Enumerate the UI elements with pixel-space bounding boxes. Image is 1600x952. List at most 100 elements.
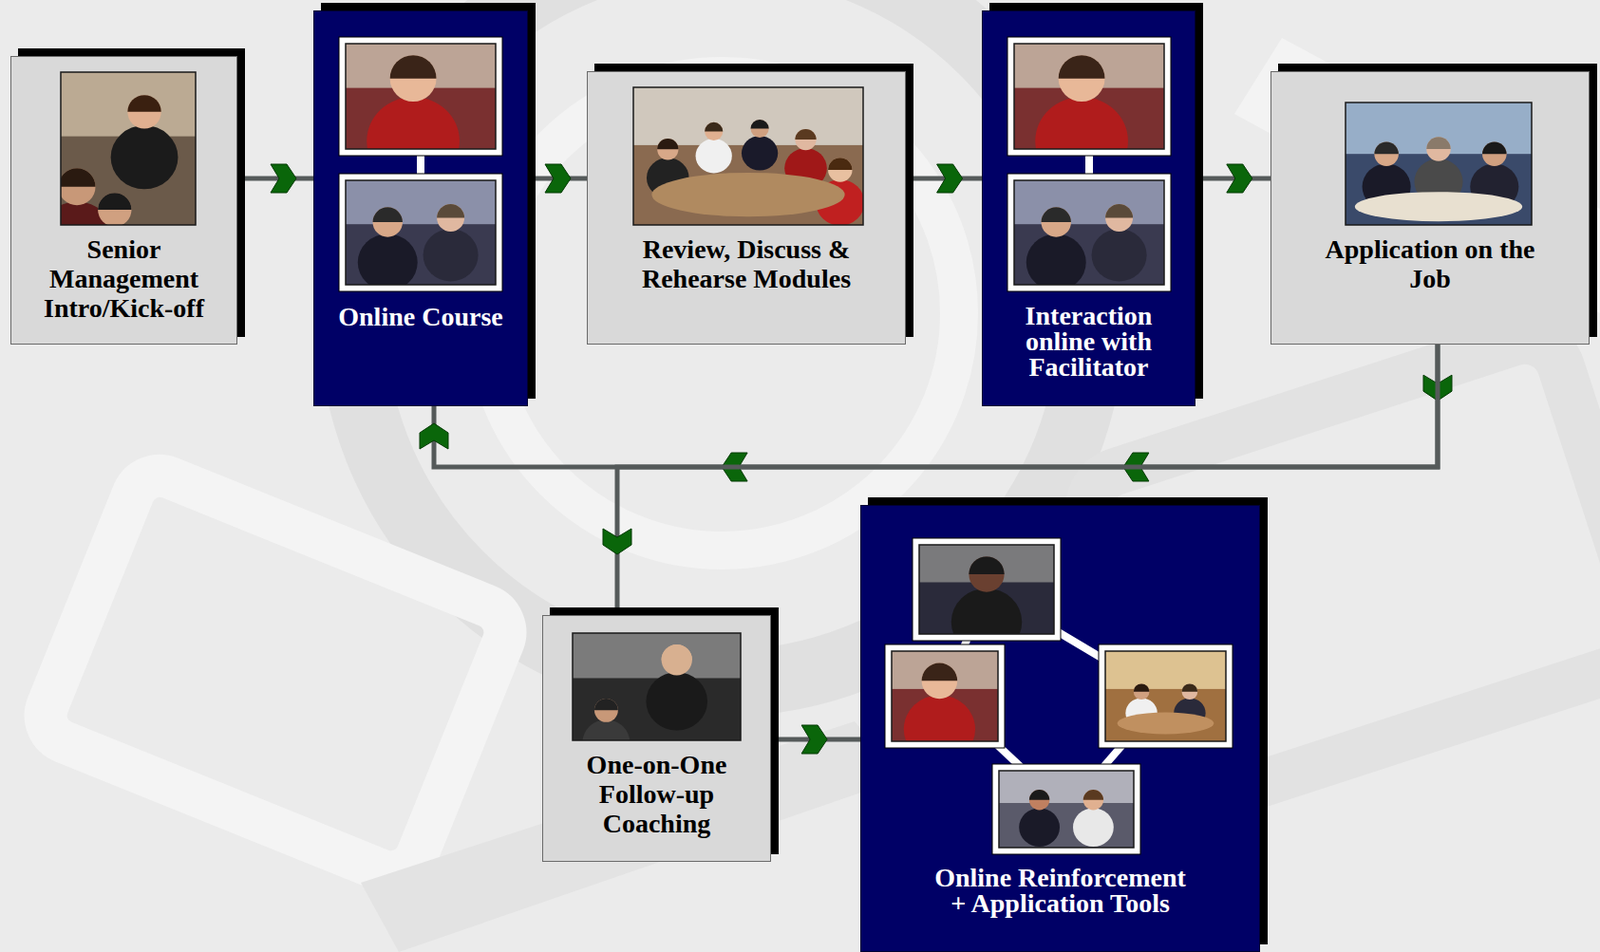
process-box: One-on-One Follow-up Coaching xyxy=(542,615,772,863)
figure-hair xyxy=(1105,204,1133,219)
figure-hair xyxy=(828,157,853,170)
figure-body xyxy=(696,138,733,173)
photo xyxy=(1345,102,1532,226)
figure-body xyxy=(1026,234,1087,285)
photo-border xyxy=(998,771,1134,848)
photo xyxy=(912,538,1061,657)
table xyxy=(651,172,845,217)
photo-group xyxy=(1271,72,1591,384)
figure-hair xyxy=(1029,790,1050,801)
flow-connector xyxy=(771,725,861,754)
figure-head xyxy=(1374,141,1399,167)
photo xyxy=(884,644,1005,764)
box-label: Interaction online with Facilitator xyxy=(991,302,1186,380)
photo-ground xyxy=(998,771,1134,848)
photo xyxy=(633,87,865,226)
arrow-head xyxy=(419,423,449,450)
table xyxy=(1117,713,1215,735)
figure-body xyxy=(366,96,460,150)
figure-head xyxy=(828,157,853,183)
label-wrap: Review, Discuss & Rehearse Modules xyxy=(587,234,905,294)
photo-frame xyxy=(1007,173,1171,292)
figure-head xyxy=(97,192,132,226)
box-label: Senior Management Intro/Kick-off xyxy=(19,234,228,323)
box-label: One-on-One Follow-up Coaching xyxy=(551,750,762,839)
figure-head xyxy=(1083,790,1104,810)
photo-border xyxy=(1014,180,1165,285)
watermark-shape xyxy=(360,721,903,952)
photo xyxy=(338,173,503,292)
arrow-head xyxy=(937,164,963,193)
photo xyxy=(1098,644,1233,749)
flow-connector xyxy=(905,164,982,193)
photo-group xyxy=(314,11,529,446)
figure-hair xyxy=(436,204,465,219)
figure-head xyxy=(436,204,465,232)
arrow-head xyxy=(1226,164,1253,193)
watermark-shape xyxy=(37,467,514,881)
photo-border xyxy=(60,72,196,226)
figure-hair xyxy=(127,94,161,113)
figure-body xyxy=(583,719,631,741)
box-label: Online Course xyxy=(322,302,519,331)
media-box: Online Reinforcement + Application Tools xyxy=(860,505,1261,952)
photo-border xyxy=(1105,651,1226,742)
media-box: Online Course xyxy=(313,10,528,407)
figure-hair xyxy=(373,207,403,223)
photo-border xyxy=(919,545,1055,635)
figure-body xyxy=(1035,96,1129,150)
photo-wall xyxy=(998,771,1134,804)
photo xyxy=(338,37,503,186)
box-label: Online Reinforcement + Application Tools xyxy=(932,865,1189,917)
figure-head xyxy=(1133,683,1150,700)
figure-head xyxy=(661,644,693,676)
process-box: Review, Discuss & Rehearse Modules xyxy=(586,71,906,345)
figure-hair xyxy=(661,644,693,660)
photo-wall xyxy=(345,180,496,225)
figure-hair xyxy=(794,129,816,140)
arrow-head xyxy=(602,528,632,555)
photo-wall xyxy=(572,633,741,678)
photo-frame xyxy=(1098,644,1233,749)
figure-hair xyxy=(968,556,1004,575)
figure-head xyxy=(373,207,403,237)
photo xyxy=(1007,173,1171,292)
label-wrap: Interaction online with Facilitator xyxy=(982,302,1195,380)
photo-border xyxy=(633,87,864,226)
photo-wall xyxy=(1345,102,1532,154)
figure-head xyxy=(1041,207,1072,237)
label-wrap: Senior Management Intro/Kick-off xyxy=(11,234,237,323)
box-label: Application on the Job xyxy=(1301,234,1559,294)
figure-head xyxy=(127,94,161,129)
photo-ground xyxy=(633,87,864,226)
photo-group xyxy=(11,56,239,384)
figure-body xyxy=(903,695,976,742)
figure-hair xyxy=(1482,141,1507,154)
process-box: Senior Management Intro/Kick-off xyxy=(10,56,238,345)
flow-connector xyxy=(527,164,587,193)
figure-head xyxy=(1105,204,1133,232)
figure-body xyxy=(111,125,179,189)
photo-wall xyxy=(60,72,196,137)
figure-head xyxy=(390,55,437,102)
photo-border xyxy=(1345,102,1532,226)
figure-head xyxy=(1058,55,1106,102)
figure-hair xyxy=(1374,141,1399,154)
figure-body xyxy=(423,228,479,282)
figure-hair xyxy=(1083,790,1104,801)
figure-hair xyxy=(657,138,678,150)
photo-wall xyxy=(1105,651,1226,690)
figure-hair xyxy=(60,168,96,187)
photo-group xyxy=(587,72,907,384)
box-label: Review, Discuss & Rehearse Modules xyxy=(608,234,885,294)
figure-hair xyxy=(704,122,723,132)
photo xyxy=(992,764,1141,855)
flow-connector xyxy=(419,344,1452,482)
figure-hair xyxy=(1041,207,1072,223)
figure-head xyxy=(968,556,1004,592)
process-box: Application on the Job xyxy=(1270,71,1590,345)
figure-hair xyxy=(751,119,770,130)
figure-body xyxy=(741,135,778,170)
photo-group xyxy=(982,11,1197,446)
